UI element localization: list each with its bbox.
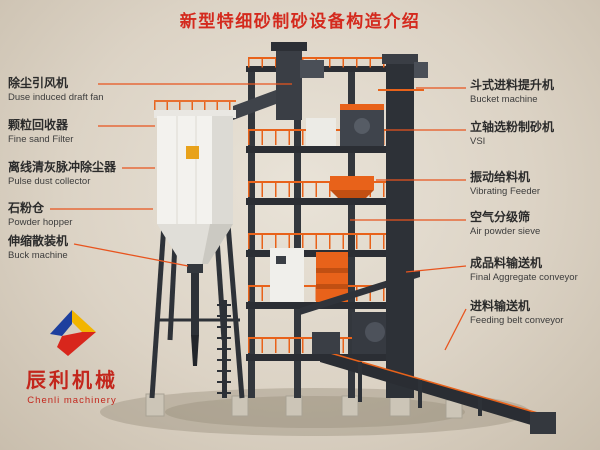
- label-en: Pulse dust collector: [8, 175, 91, 187]
- label-zh: 立轴选粉制砂机: [470, 120, 555, 134]
- label-zh: 石粉仓: [8, 201, 45, 215]
- logo-name-zh: 辰利机械: [26, 370, 118, 392]
- draft-fan-duct: [233, 42, 324, 120]
- powder-hopper: [157, 224, 233, 273]
- vsi-machine: [306, 104, 384, 146]
- leader-buck-machine: [73, 243, 189, 267]
- leader-feeding-belt-conveyor: [444, 308, 467, 351]
- feeding-belt-conveyor: [312, 332, 556, 434]
- label-bucket-machine: 斗式进料提升机 Bucket machine: [470, 78, 554, 106]
- label-buck-machine: 伸缩散装机 Buck machine: [8, 234, 68, 262]
- leader-final-aggregate-conveyor: [405, 265, 467, 273]
- label-feeding-belt-conveyor: 进料输送机 Feeding belt conveyor: [470, 299, 563, 327]
- label-en: Bucket machine: [470, 93, 538, 105]
- telescopic-loader: [191, 273, 199, 366]
- label-vibrating-feeder: 振动给料机 Vibrating Feeder: [470, 170, 540, 198]
- label-zh: 斗式进料提升机: [470, 78, 555, 92]
- page-title: 新型特细砂制砂设备构造介绍: [179, 12, 421, 31]
- bucket-elevator: [378, 54, 428, 398]
- label-en: Powder hopper: [8, 216, 73, 228]
- pulse-dust-collector: [154, 100, 236, 224]
- label-zh: 除尘引风机: [8, 76, 69, 90]
- label-pulse-dust-collector: 离线清灰脉冲除尘器 Pulse dust collector: [8, 160, 116, 188]
- label-en: Vibrating Feeder: [470, 185, 541, 197]
- label-vsi: 立轴选粉制砂机 VSI: [470, 120, 554, 148]
- label-en: Fine sand Filter: [8, 133, 74, 145]
- guard-rails: [248, 57, 406, 353]
- logo-emblem-icon: [50, 310, 96, 356]
- label-dust-induced-draft-fan: 除尘引风机 Duse induced draft fan: [8, 76, 104, 104]
- label-zh: 振动给料机: [470, 170, 531, 184]
- label-en: Buck machine: [8, 249, 68, 261]
- label-zh: 离线清灰脉冲除尘器: [8, 160, 117, 174]
- label-fine-sand-filter: 颗粒回收器 Fine sand Filter: [8, 118, 73, 146]
- access-ladder: [217, 300, 231, 398]
- leader-lines: [50, 83, 467, 351]
- label-final-aggregate-conveyor: 成品料输送机 Final Aggregate conveyor: [470, 256, 578, 284]
- label-en: VSI: [470, 135, 486, 147]
- label-en: Duse induced draft fan: [8, 91, 104, 103]
- label-zh: 伸缩散装机: [8, 234, 69, 248]
- vibrating-feeder: [330, 176, 374, 198]
- label-zh: 空气分级筛: [470, 210, 531, 224]
- air-powder-sieve: [270, 248, 348, 302]
- label-en: Feeding belt conveyor: [470, 314, 564, 326]
- label-en: Air powder sieve: [470, 225, 541, 237]
- label-zh: 成品料输送机: [470, 256, 543, 270]
- concrete-footings: [145, 393, 463, 419]
- logo-name-en: Chenli machinery: [27, 395, 117, 406]
- label-air-powder-sieve: 空气分级筛 Air powder sieve: [470, 210, 540, 238]
- label-powder-hopper: 石粉仓 Powder hopper: [8, 201, 72, 229]
- company-logo: 辰利机械 Chenli machinery: [14, 304, 130, 406]
- label-zh: 颗粒回收器: [8, 118, 69, 132]
- label-zh: 进料输送机: [470, 299, 531, 313]
- label-en: Final Aggregate conveyor: [470, 271, 578, 283]
